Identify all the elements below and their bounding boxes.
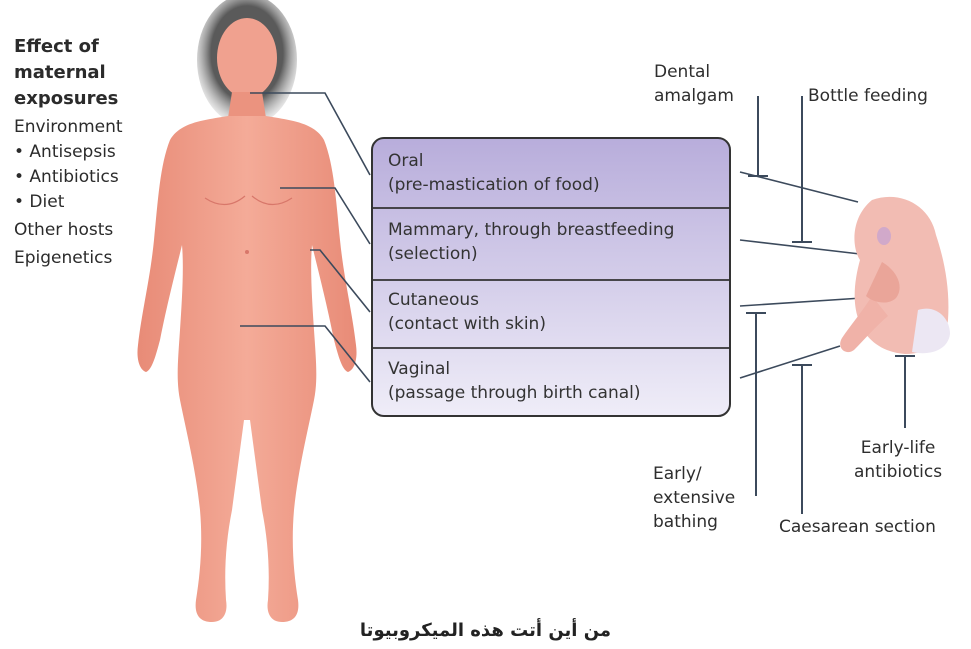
route-vaginal: Vaginal (passage through birth canal) <box>388 357 742 405</box>
navel-dot <box>245 250 249 254</box>
route-name: Vaginal <box>388 357 742 381</box>
factor-label-line: amalgam <box>654 84 734 108</box>
route-detail: (passage through birth canal) <box>388 381 742 405</box>
factor-label-line: Dental <box>654 60 734 84</box>
factor-label-line: Early/ <box>653 462 735 486</box>
route-detail: (pre-mastication of food) <box>388 173 742 197</box>
factor-caesarean-section: Caesarean section <box>779 515 936 539</box>
neck-shape <box>228 92 266 118</box>
baby-ear <box>877 227 891 245</box>
factor-bottle-feeding: Bottle feeding <box>808 84 928 108</box>
factor-early-life-antibiotics: Early-life antibiotics <box>854 436 942 484</box>
arabic-caption: من أين أتت هذه الميكروبيوتا <box>0 620 971 641</box>
baby-figure <box>840 197 950 354</box>
route-name: Mammary, through breastfeeding <box>388 218 742 242</box>
route-name: Cutaneous <box>388 288 742 312</box>
factor-label-line: bathing <box>653 510 735 534</box>
factor-label-line: Early-life <box>854 436 942 460</box>
route-oral: Oral (pre-mastication of food) <box>388 149 742 197</box>
route-cutaneous: Cutaneous (contact with skin) <box>388 288 742 336</box>
route-name: Oral <box>388 149 742 173</box>
factor-label-line: extensive <box>653 486 735 510</box>
factor-label-line: antibiotics <box>854 460 942 484</box>
route-detail: (selection) <box>388 242 742 266</box>
route-mammary: Mammary, through breastfeeding (selectio… <box>388 218 742 266</box>
route-detail: (contact with skin) <box>388 312 742 336</box>
torso-shape <box>137 116 356 622</box>
factor-dental-amalgam: Dental amalgam <box>654 60 734 108</box>
head-shape <box>217 18 277 98</box>
factor-early-bathing: Early/ extensive bathing <box>653 462 735 534</box>
